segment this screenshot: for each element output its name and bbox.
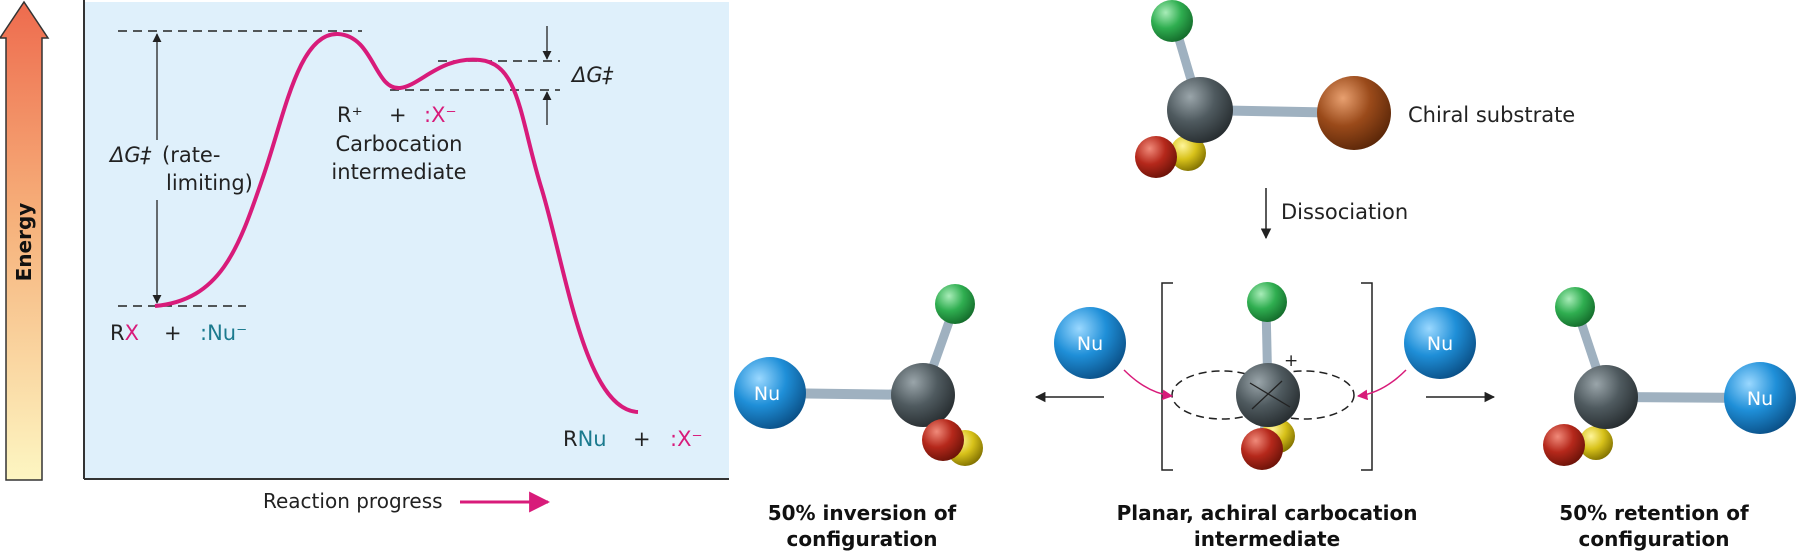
plot-panel [84,2,729,479]
intermediate-caption-line1: Planar, achiral carbocation [1117,501,1418,525]
nucleophile-right-atom [1404,307,1476,379]
rate-limiting-line1: (rate- [162,143,220,167]
attack-arrow-right [1356,369,1407,401]
red-atom-left [922,419,964,461]
nu-atom-right [1724,362,1796,434]
green-atom-left [935,284,975,324]
reactant-nucleophile: :Nu⁻ [200,321,247,345]
nu-atom-left [734,357,806,429]
intermediate-r-plus: R⁺ [337,103,363,127]
inversion-caption-line2: configuration [787,527,938,551]
substrate-label: Chiral substrate [1408,103,1575,127]
product-x-minus: :X⁻ [670,427,703,451]
energy-axis-arrow [0,0,50,481]
bracket-left [1161,282,1173,471]
reactant-label: RX [110,321,139,345]
red-atom-center [1241,428,1283,470]
retention-caption-line2: configuration [1579,527,1730,551]
yellow-atom [1170,135,1206,171]
dissociation-label: Dissociation [1281,200,1408,224]
carbocation-intermediate: + [1161,282,1373,471]
retention-product-molecule: Nu [1543,287,1796,466]
intermediate-caption-line2: intermediate [1194,527,1340,551]
x-axis-label: Reaction progress [263,489,443,513]
intermediate-x-minus: :X⁻ [424,103,457,127]
product-plus: + [633,427,651,451]
intermediate-label-line2: intermediate [331,160,466,184]
yellow-atom-right [1579,426,1613,460]
chiral-substrate-molecule [1135,0,1391,178]
nucleophile-left-label: Nu [1077,333,1103,355]
carbon-atom-left [891,363,955,427]
reactant-plus: + [164,321,182,345]
delta-g-main-label: ΔG‡ [108,143,152,167]
intermediate-plus: + [389,103,407,127]
brown-leaving-group-atom [1317,76,1391,150]
nucleophile-right-label: Nu [1427,333,1453,355]
green-atom-right [1555,287,1595,327]
y-axis-label: Energy [12,203,36,282]
product-label: RNu [563,427,607,451]
delta-g-small-label: ΔG‡ [570,63,614,87]
nu-label-right: Nu [1747,388,1773,410]
carbocation-charge: + [1284,351,1298,371]
inversion-caption-line1: 50% inversion of [768,501,957,525]
carbon-atom-center [1236,363,1300,427]
bracket-right [1361,282,1373,471]
green-atom [1151,0,1193,42]
mechanism: Chiral substrate Dissociation + Nu Nu [734,0,1796,551]
energy-diagram: Energy ΔG‡ (rate- limiting) ΔG‡ R⁺ + :X⁻… [0,0,729,513]
rate-limiting-line2: limiting) [166,171,253,195]
red-atom-right [1543,424,1585,466]
nucleophile-left-atom [1054,307,1126,379]
carbon-atom-right [1574,365,1638,429]
energy-curve [154,31,639,414]
carbon-atom [1167,77,1233,143]
nu-label-left: Nu [754,383,780,405]
retention-caption-line1: 50% retention of [1559,501,1749,525]
intermediate-label-line1: Carbocation [336,132,463,156]
attack-arrow-left [1123,369,1174,401]
inversion-product-molecule: Nu [734,284,983,466]
red-atom [1135,136,1177,178]
green-atom-center [1247,282,1287,322]
